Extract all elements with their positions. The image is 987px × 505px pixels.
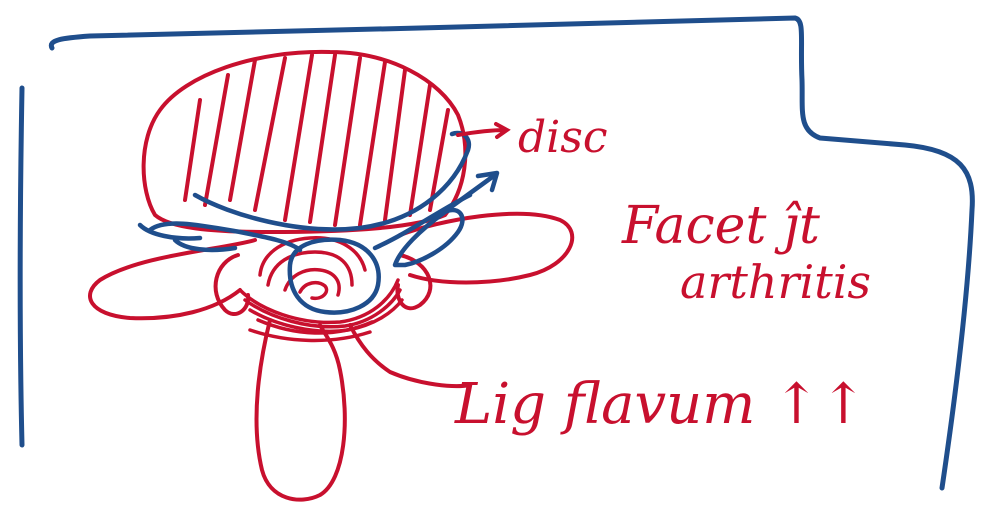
facet-label-line1: Facet ĵt [622,196,820,256]
spinous-process [257,320,345,500]
left-transverse-process [90,240,255,318]
leader-lines [458,124,507,137]
vertebral-body [144,52,466,232]
disc-hatching [185,55,448,225]
right-root-arrow [440,173,497,215]
disc-label: disc [518,112,607,163]
disc-leader [458,124,507,137]
frame-left-edge [20,88,22,445]
disc-bulge-arrow [195,133,469,229]
vertebra-posterior [90,214,572,500]
left-facet [216,255,249,314]
ligamentum-flavum-label: Lig flavum ↑↑ [455,372,867,437]
facet-label-line2: arthritis [680,255,871,309]
